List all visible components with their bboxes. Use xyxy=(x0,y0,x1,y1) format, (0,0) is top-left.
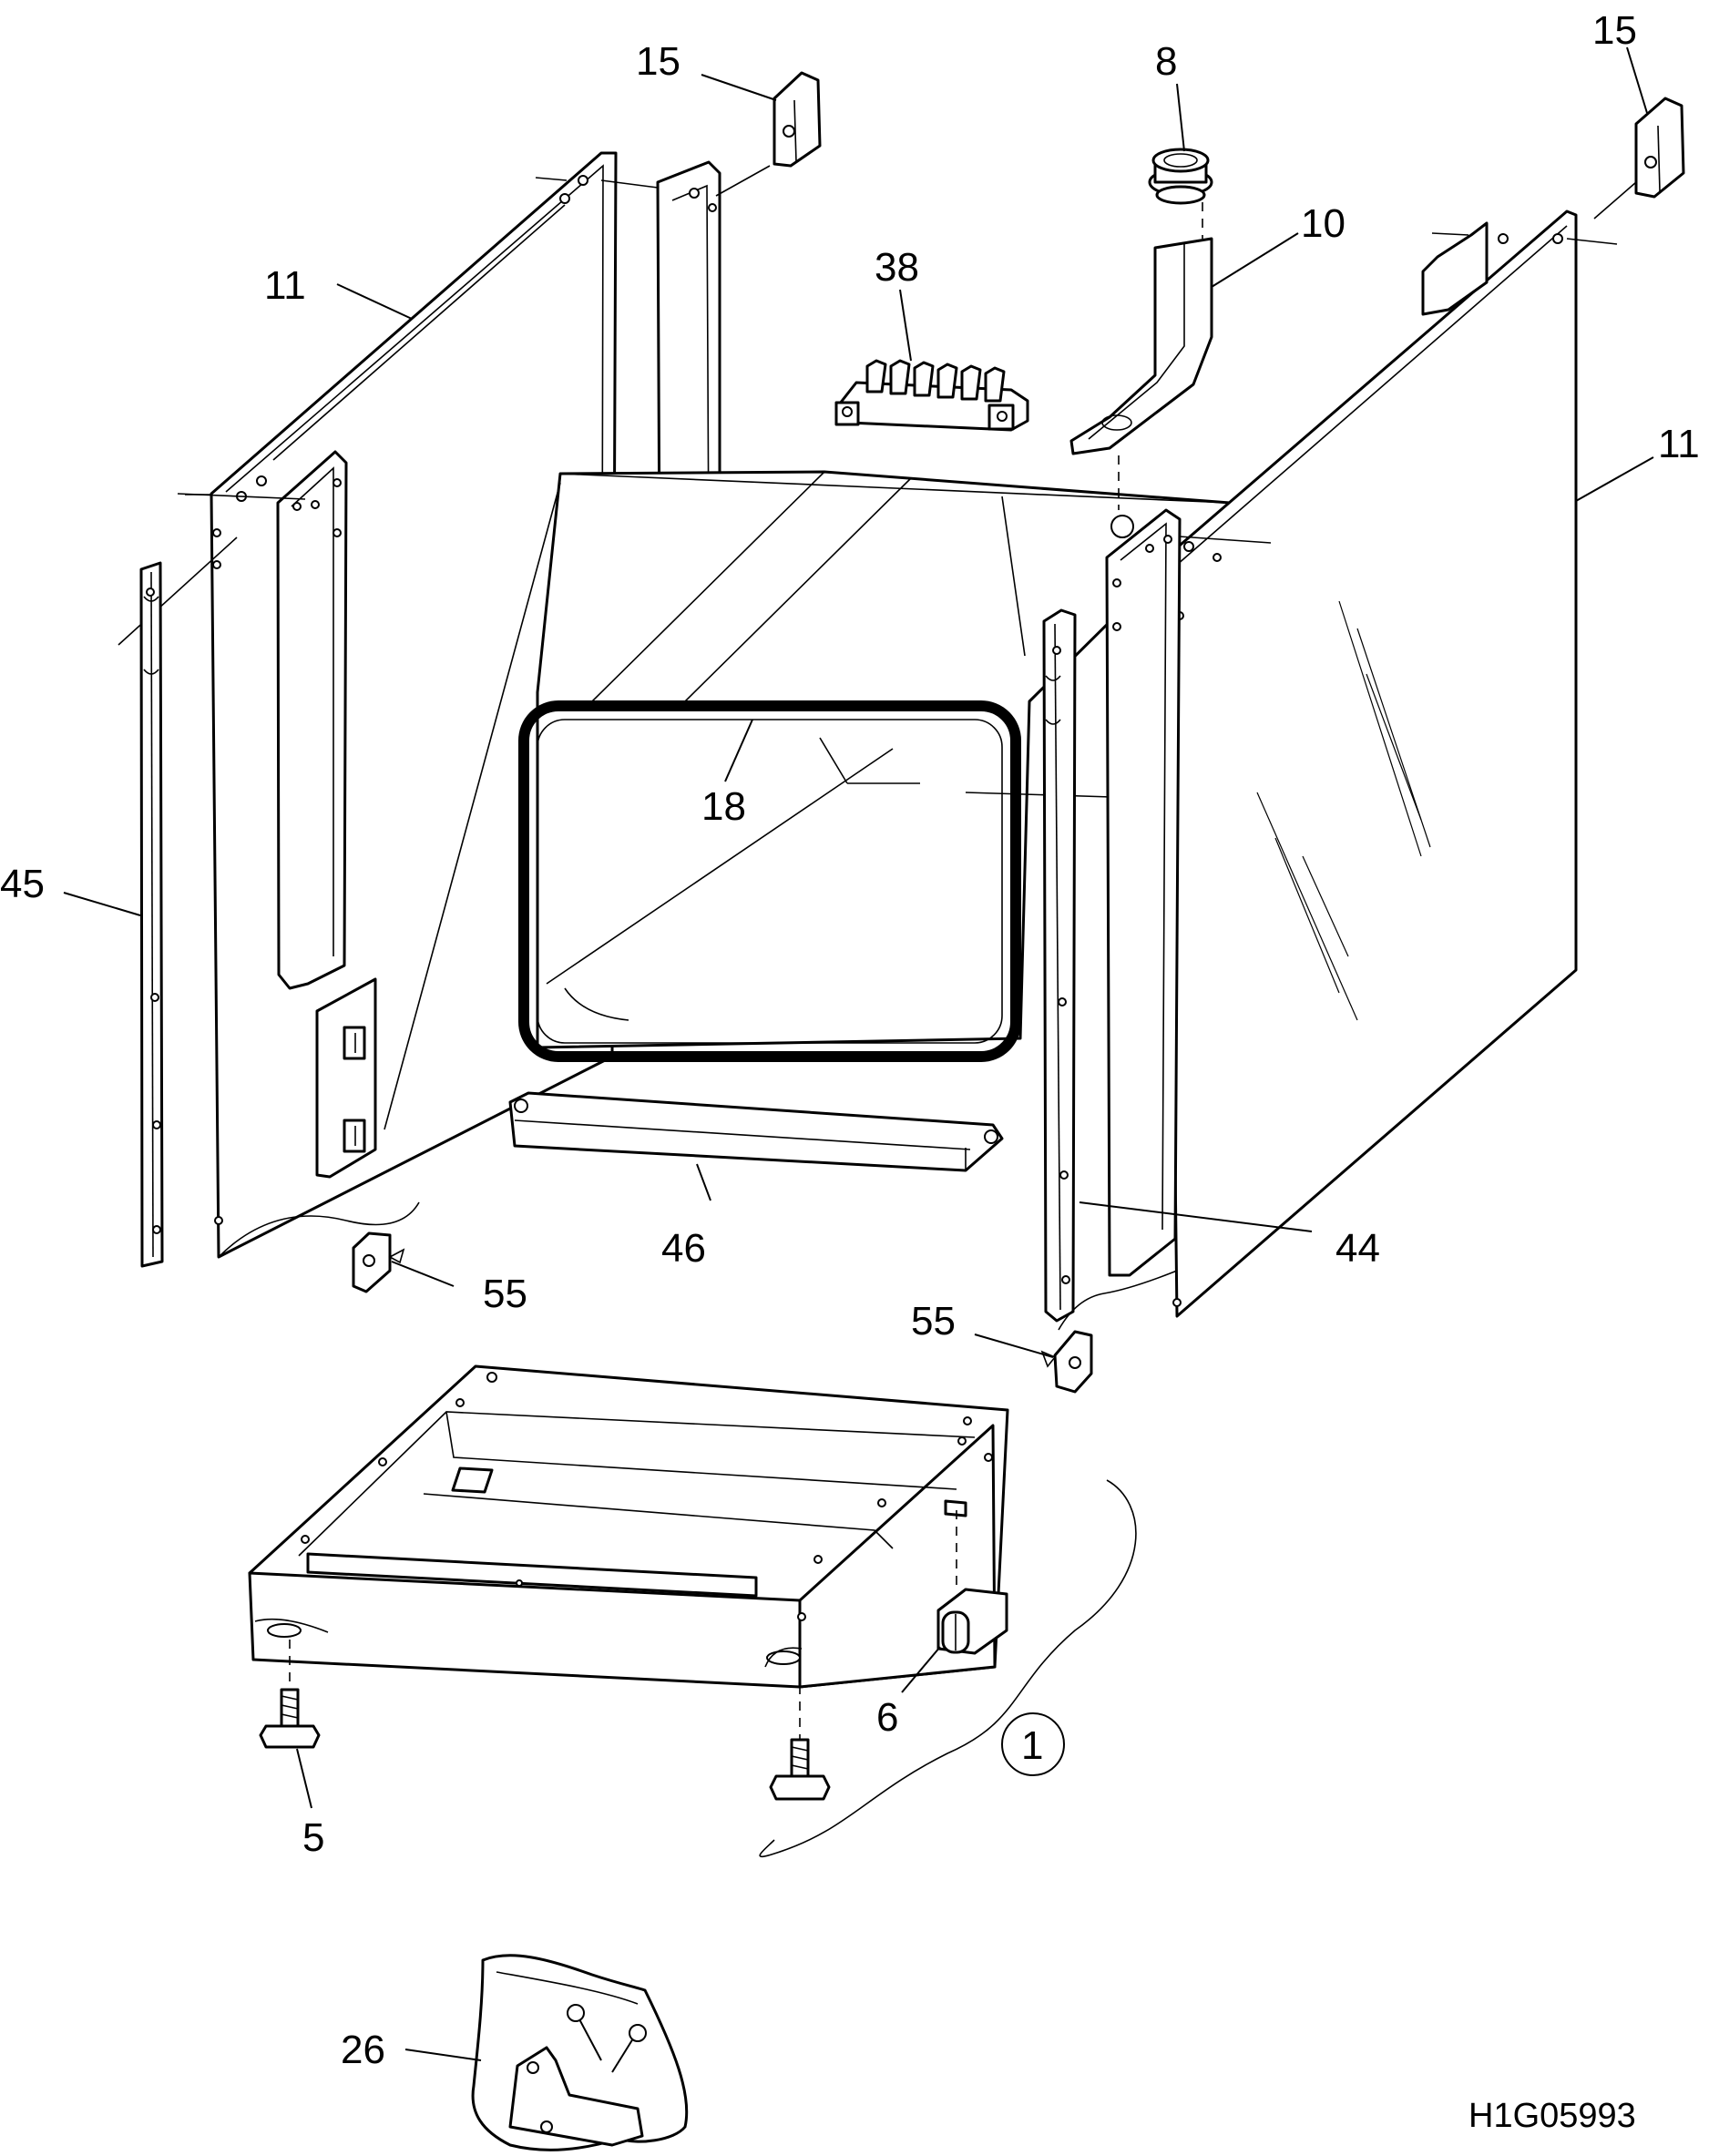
left-front-strip xyxy=(139,561,164,1268)
leveling-foot-right xyxy=(769,1685,831,1801)
hinge-ground-wire-right xyxy=(1058,1270,1178,1331)
label-1: 1 xyxy=(1021,1723,1043,1768)
label-11-left: 11 xyxy=(264,263,306,308)
label-8: 8 xyxy=(1155,39,1177,84)
leveling-foot-left xyxy=(259,1640,321,1749)
assembly-bracket-curve xyxy=(759,1479,1137,1858)
hinge-bracket-right xyxy=(1040,1330,1093,1394)
right-rear-upright xyxy=(1421,221,1618,316)
label-6: 6 xyxy=(876,1695,898,1740)
label-26: 26 xyxy=(341,2028,385,2072)
label-55-right: 55 xyxy=(911,1299,956,1344)
terminal-block xyxy=(834,359,1029,432)
label-5: 5 xyxy=(302,1815,324,1860)
accessory-bag xyxy=(471,1954,689,2151)
base-frame xyxy=(248,1364,1009,1689)
label-18: 18 xyxy=(701,784,746,829)
label-38: 38 xyxy=(875,245,919,290)
label-15-right: 15 xyxy=(1592,8,1637,53)
castor-wheel xyxy=(936,1510,1008,1655)
hinge-ground-wire-left xyxy=(218,1201,420,1258)
left-front-upright xyxy=(177,450,377,1179)
front-bottom-rail xyxy=(508,1091,1004,1172)
right-side-panel xyxy=(1165,209,1578,1318)
leader-lines xyxy=(63,46,1654,2061)
label-46: 46 xyxy=(661,1226,706,1271)
label-10: 10 xyxy=(1301,201,1346,246)
grommet xyxy=(1148,148,1213,239)
hinge-bracket-left xyxy=(352,1231,405,1293)
label-45: 45 xyxy=(0,862,45,906)
label-44: 44 xyxy=(1335,1226,1380,1271)
top-bracket-left xyxy=(715,71,822,197)
label-11-right: 11 xyxy=(1658,422,1700,466)
right-front-strip xyxy=(1042,608,1077,1323)
label-55-left: 55 xyxy=(483,1272,527,1316)
duct xyxy=(1069,237,1213,510)
right-front-upright xyxy=(1105,508,1182,1277)
label-15-left: 15 xyxy=(636,39,680,84)
drawing-code: H1G05993 xyxy=(1468,2097,1636,2135)
top-bracket-right xyxy=(1593,97,1685,220)
assembly-circle xyxy=(1001,1712,1065,1776)
